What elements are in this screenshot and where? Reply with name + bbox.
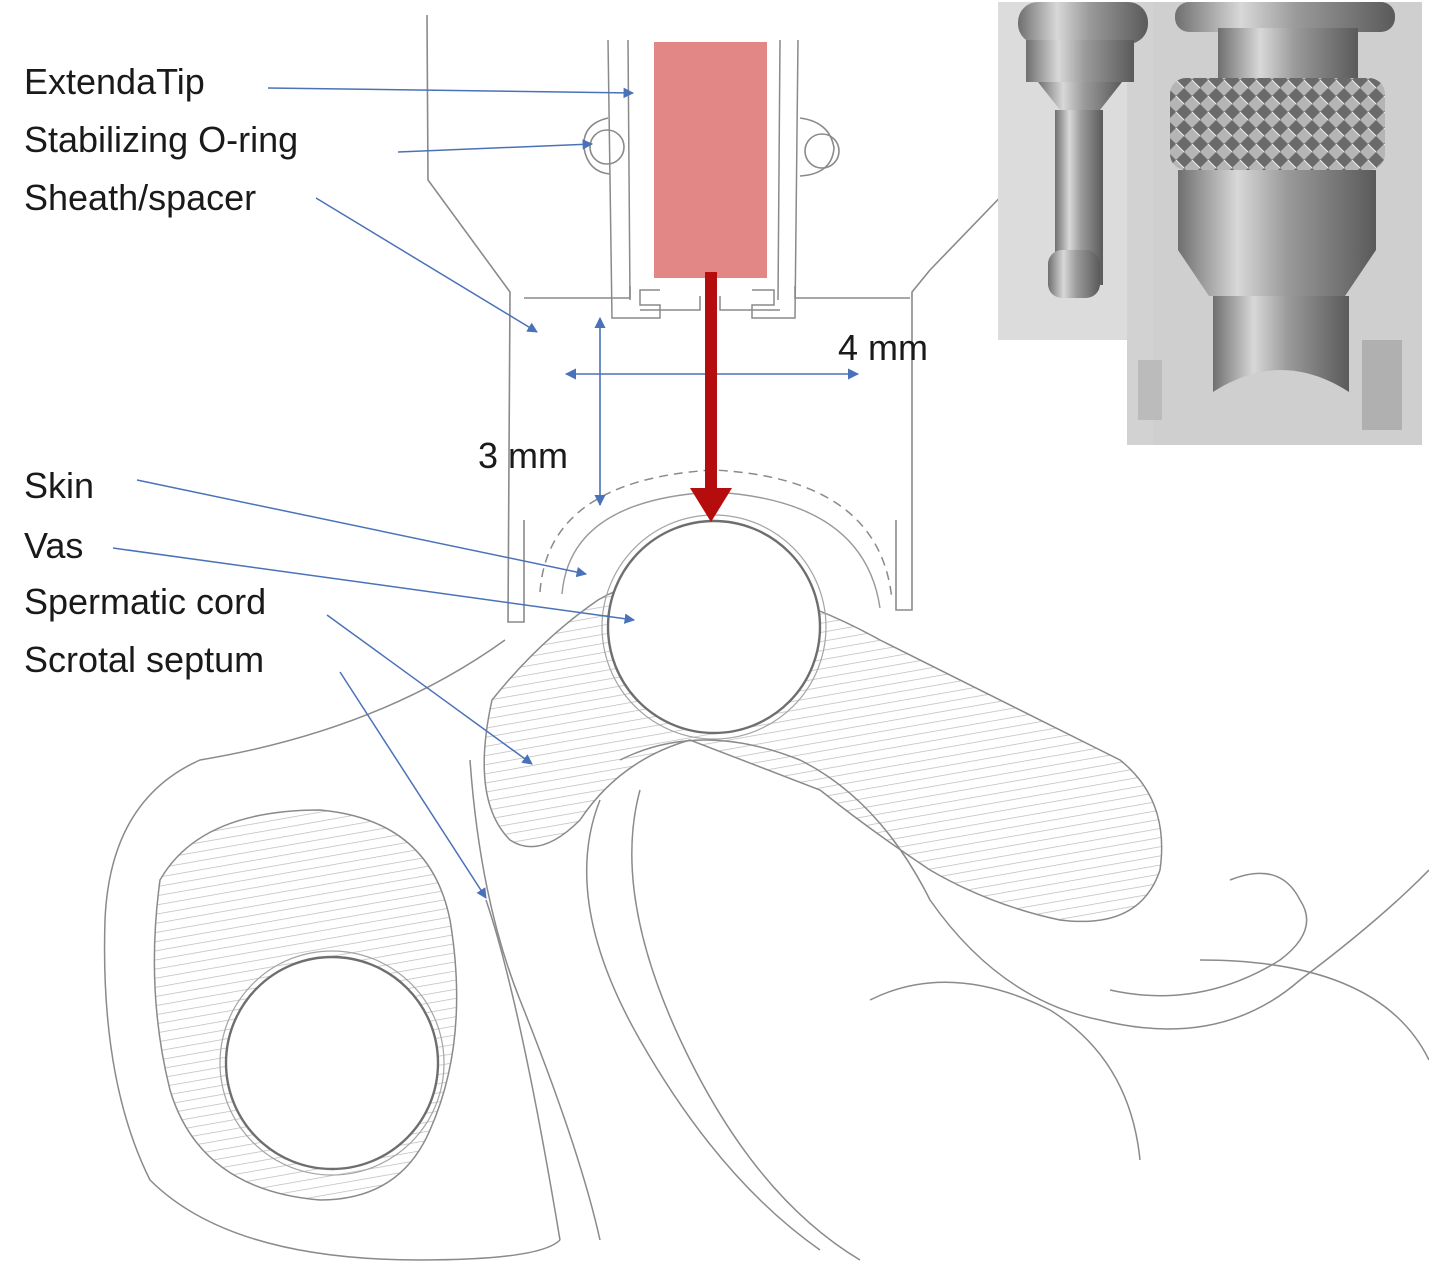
label-scrotal-septum: Scrotal septum — [24, 640, 264, 680]
contralateral-vas — [226, 957, 438, 1169]
label-spermatic-cord: Spermatic cord — [24, 582, 266, 622]
dimension-height-label: 3 mm — [478, 436, 568, 476]
spermatic-cord — [484, 579, 1161, 921]
label-vas: Vas — [24, 526, 83, 566]
leader-sheath — [316, 198, 537, 332]
label-skin: Skin — [24, 466, 94, 506]
leader-extendatip — [268, 88, 633, 93]
label-stabilizing-oring: Stabilizing O-ring — [24, 120, 298, 160]
label-sheath-spacer: Sheath/spacer — [24, 178, 256, 218]
extendatip-tip — [654, 42, 767, 278]
label-extendatip: ExtendaTip — [24, 62, 205, 102]
dimension-width-label: 4 mm — [838, 328, 928, 368]
device-photo-inset — [998, 2, 1422, 445]
vas — [608, 521, 820, 733]
